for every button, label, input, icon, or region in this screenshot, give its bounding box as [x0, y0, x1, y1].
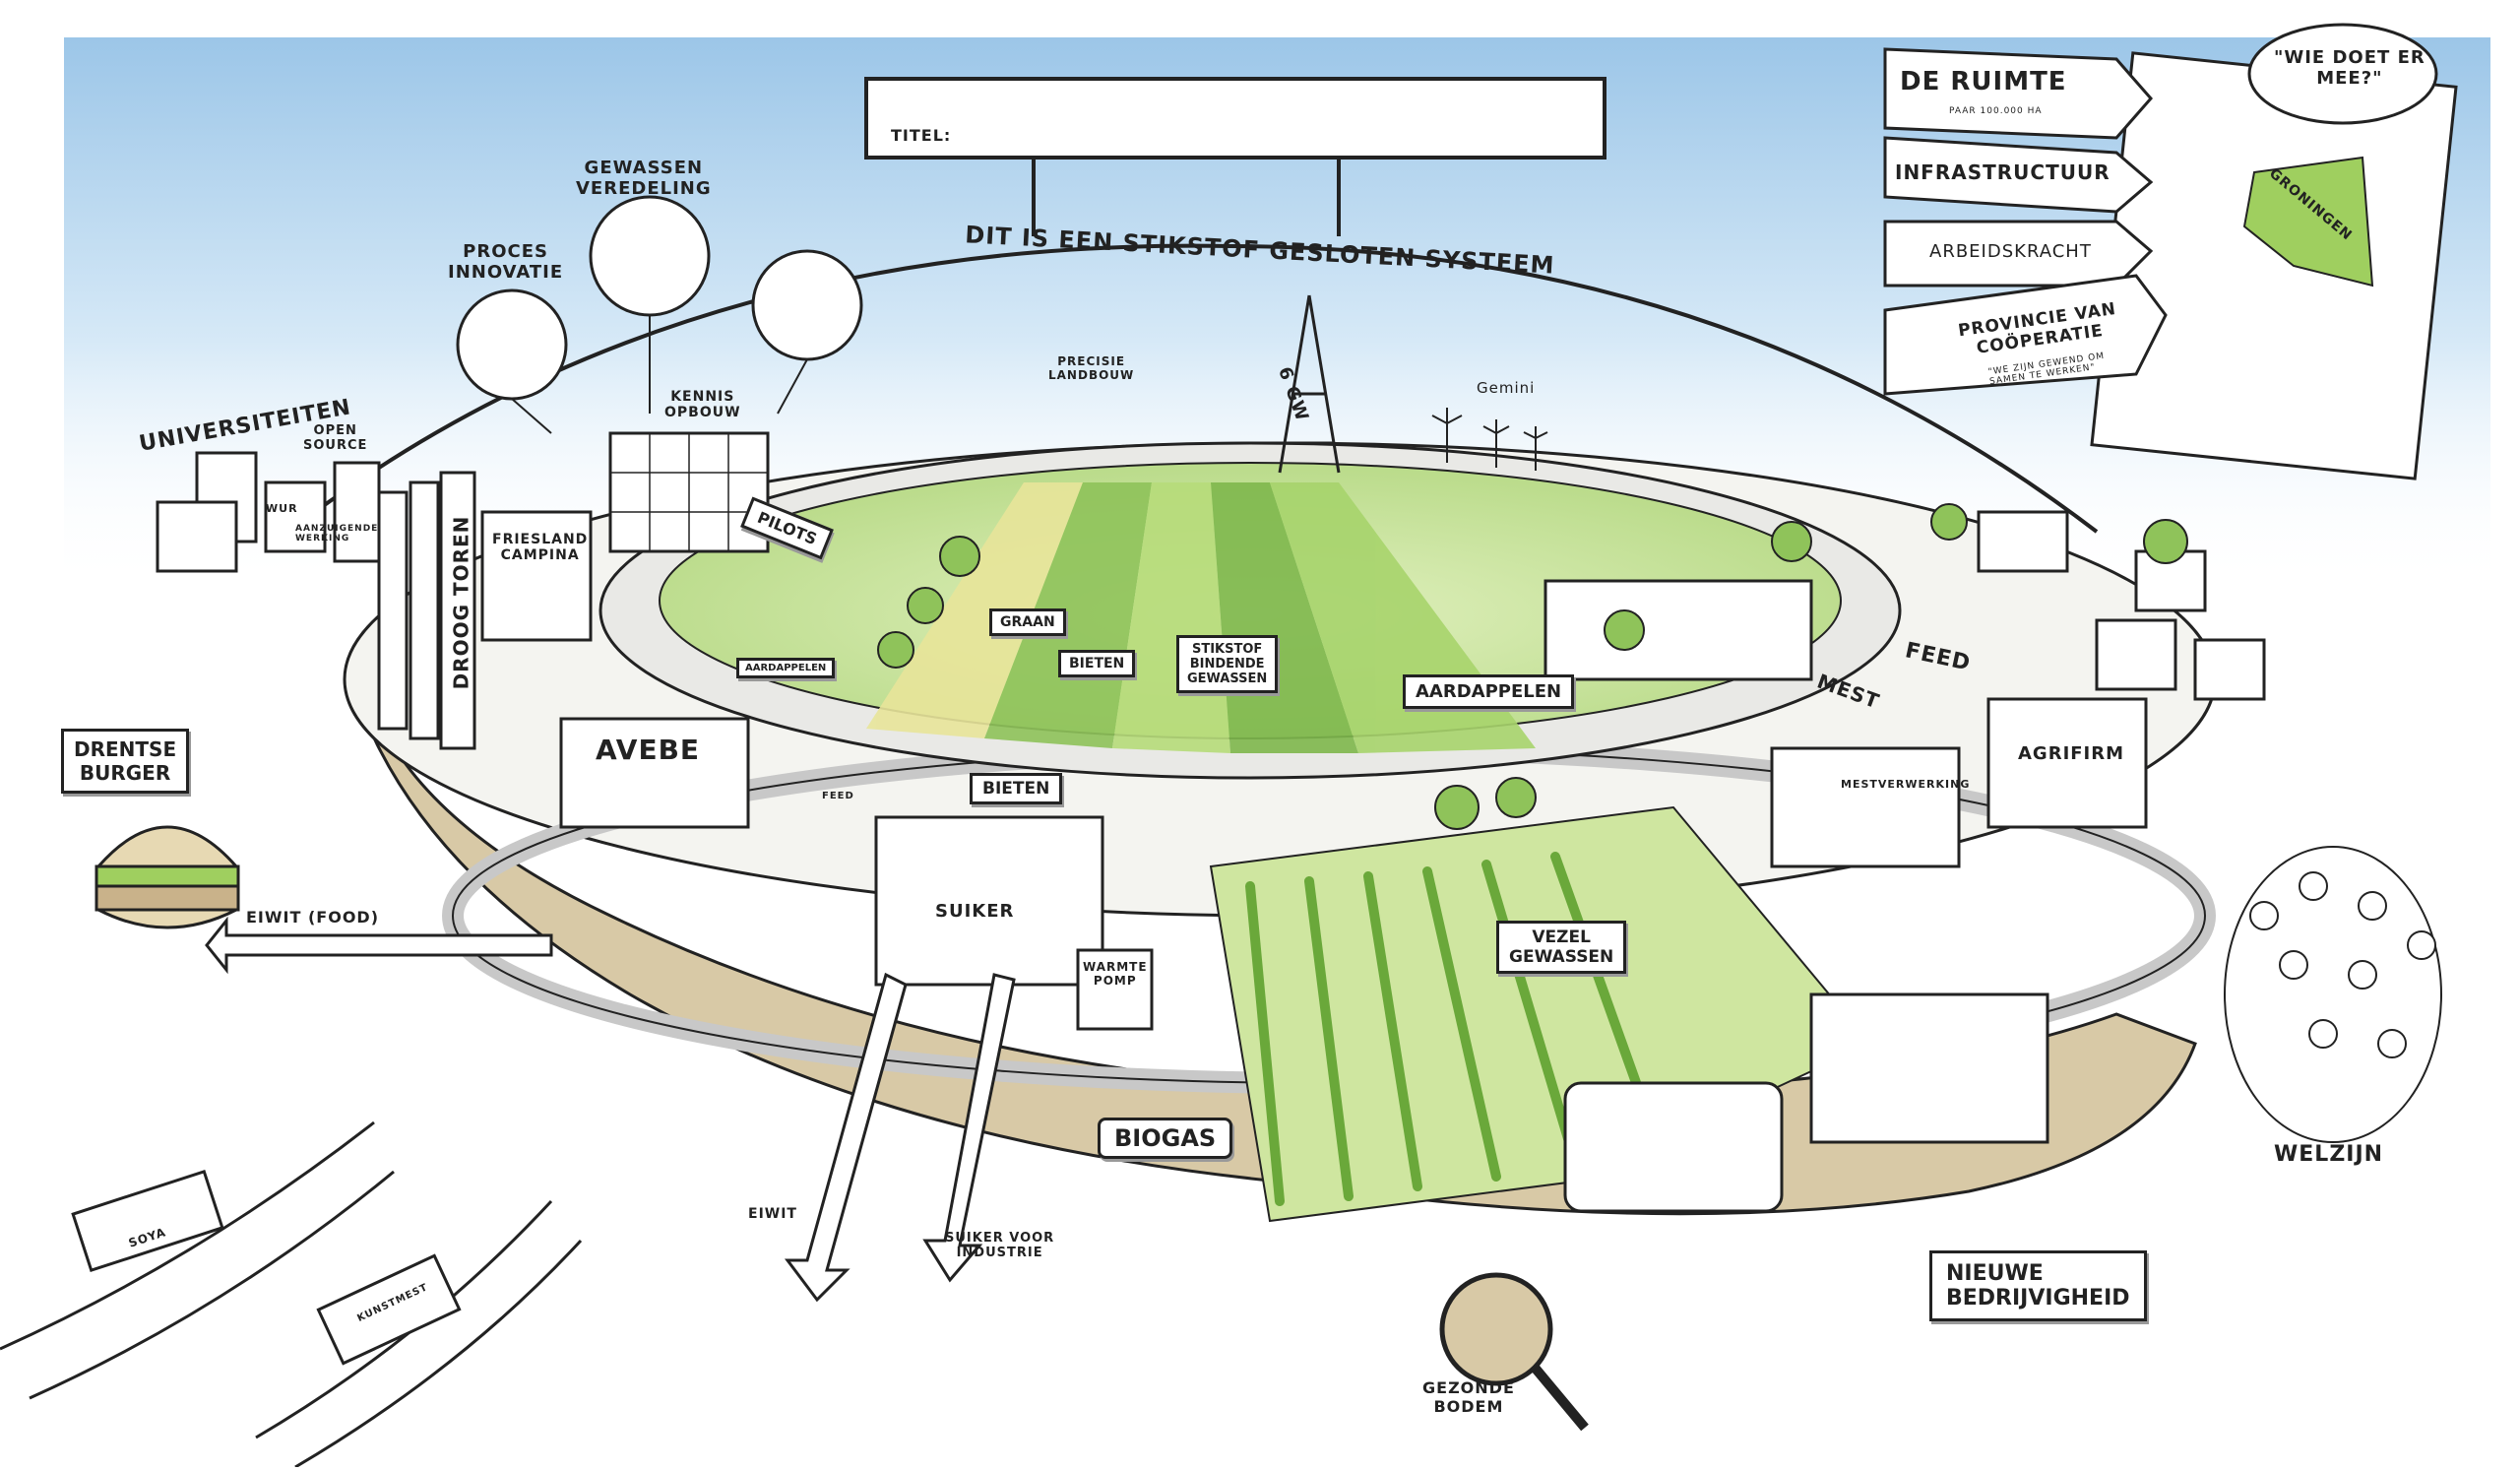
province-map — [2090, 23, 2458, 480]
stikstof-sign: STIKSTOF BINDENDE GEWASSEN — [1176, 635, 1279, 693]
gezonde-bodem-label: GEZONDE BODEM — [1422, 1378, 1515, 1416]
speech-label: "WIE DOET ER MEE?" — [2274, 47, 2426, 89]
soya-ship — [71, 1169, 224, 1273]
nieuwe-bedrijvigheid-sign: NIEUWE BEDRIJVIGHEID — [1929, 1250, 2147, 1321]
transport-roads — [0, 1120, 583, 1469]
gemini-label: Gemini — [1477, 379, 1536, 397]
title-label: TITEL: — [891, 126, 952, 145]
flow-arrows — [205, 916, 1016, 1303]
infrastructuur-label: INFRASTRUCTUUR — [1895, 160, 2110, 184]
new-factory — [1809, 992, 2049, 1144]
suiker-building — [874, 815, 1104, 987]
pylon — [1278, 294, 1341, 474]
agrifirm-label: AGRIFIRM — [2018, 743, 2125, 764]
houses — [1977, 510, 2266, 701]
vezel-sign: VEZEL GEWASSEN — [1496, 921, 1627, 974]
big-barn — [1544, 579, 1813, 681]
warmte-pomp-label: WARMTE POMP — [1083, 960, 1148, 988]
wur-label: WUR — [266, 502, 298, 515]
crowd-outline — [2224, 846, 2442, 1143]
warmte-pomp-building — [1076, 948, 1154, 1031]
bus — [1563, 1081, 1784, 1213]
dome-arc — [313, 243, 2099, 534]
eiwit-food-label: EIWIT (FOOD) — [246, 908, 380, 927]
droog-toren — [377, 471, 476, 750]
magnifier — [1439, 1272, 1589, 1432]
agrifirm-building — [1986, 697, 2148, 829]
ruimte-sub-label: PAAR 100.000 HA — [1949, 106, 2043, 116]
title-board — [864, 77, 1606, 236]
precisie-landbouw-label: PRECISIE LANDBOUW — [1048, 354, 1135, 382]
ruimte-label: DE RUIMTE — [1900, 67, 2067, 96]
avebe-building — [559, 717, 750, 829]
wind-turbines — [1431, 408, 1548, 471]
open-source-label: OPEN SOURCE — [303, 423, 368, 453]
biogas-sign: BIOGAS — [1098, 1118, 1233, 1159]
suiker-industrie-label: SUIKER VOOR INDUSTRIE — [945, 1231, 1055, 1260]
kennis-building-grid — [610, 433, 768, 551]
aardappelen-sign: AARDAPPELEN — [1403, 674, 1575, 709]
graan-sign: GRAAN — [989, 608, 1066, 636]
university-buildings — [156, 451, 381, 573]
trees — [877, 503, 2188, 830]
mestverwerking-label: MESTVERWERKING — [1841, 778, 1971, 791]
friesland-campina-label: FRIESLAND CAMPINA — [492, 532, 589, 563]
feed-small-label: FEED — [822, 791, 854, 801]
bieten-arrow-sign: BIETEN — [970, 773, 1063, 804]
kennis-opbouw-label: KENNIS OPBOUW — [664, 389, 741, 420]
crop-rows — [1245, 852, 1659, 1206]
gewassen-veredeling-label: GEWASSEN VEREDELING — [576, 158, 712, 199]
suiker-label: SUIKER — [935, 901, 1015, 922]
kunstmest-truck — [316, 1253, 462, 1366]
crowd-people — [2249, 871, 2436, 1058]
aanzuigende-werking-label: AANZUIGENDE WERKING — [295, 524, 379, 544]
avebe-label: AVEBE — [596, 734, 701, 766]
aardappelen-small-sign: AARDAPPELEN — [736, 658, 836, 678]
arbeidskracht-label: ARBEIDSKRACHT — [1929, 241, 2092, 262]
eiwit-label: EIWIT — [748, 1206, 797, 1222]
droog-toren-label: DROOG TOREN — [449, 515, 473, 690]
mestverwerking-building — [1770, 746, 1961, 868]
welzijn-label: WELZIJN — [2274, 1142, 2384, 1167]
bieten-sign: BIETEN — [1058, 650, 1136, 677]
proces-innovatie-bubble — [456, 288, 568, 401]
burger — [94, 825, 240, 929]
friesland-campina-building — [480, 510, 593, 642]
province-sign-shapes — [1883, 47, 2168, 396]
drentse-burger-sign: DRENTSE BURGER — [61, 729, 190, 794]
proces-innovatie-label: PROCES INNOVATIE — [448, 241, 564, 283]
kennis-bubble — [751, 249, 863, 361]
gewassen-veredeling-bubble — [589, 195, 711, 317]
